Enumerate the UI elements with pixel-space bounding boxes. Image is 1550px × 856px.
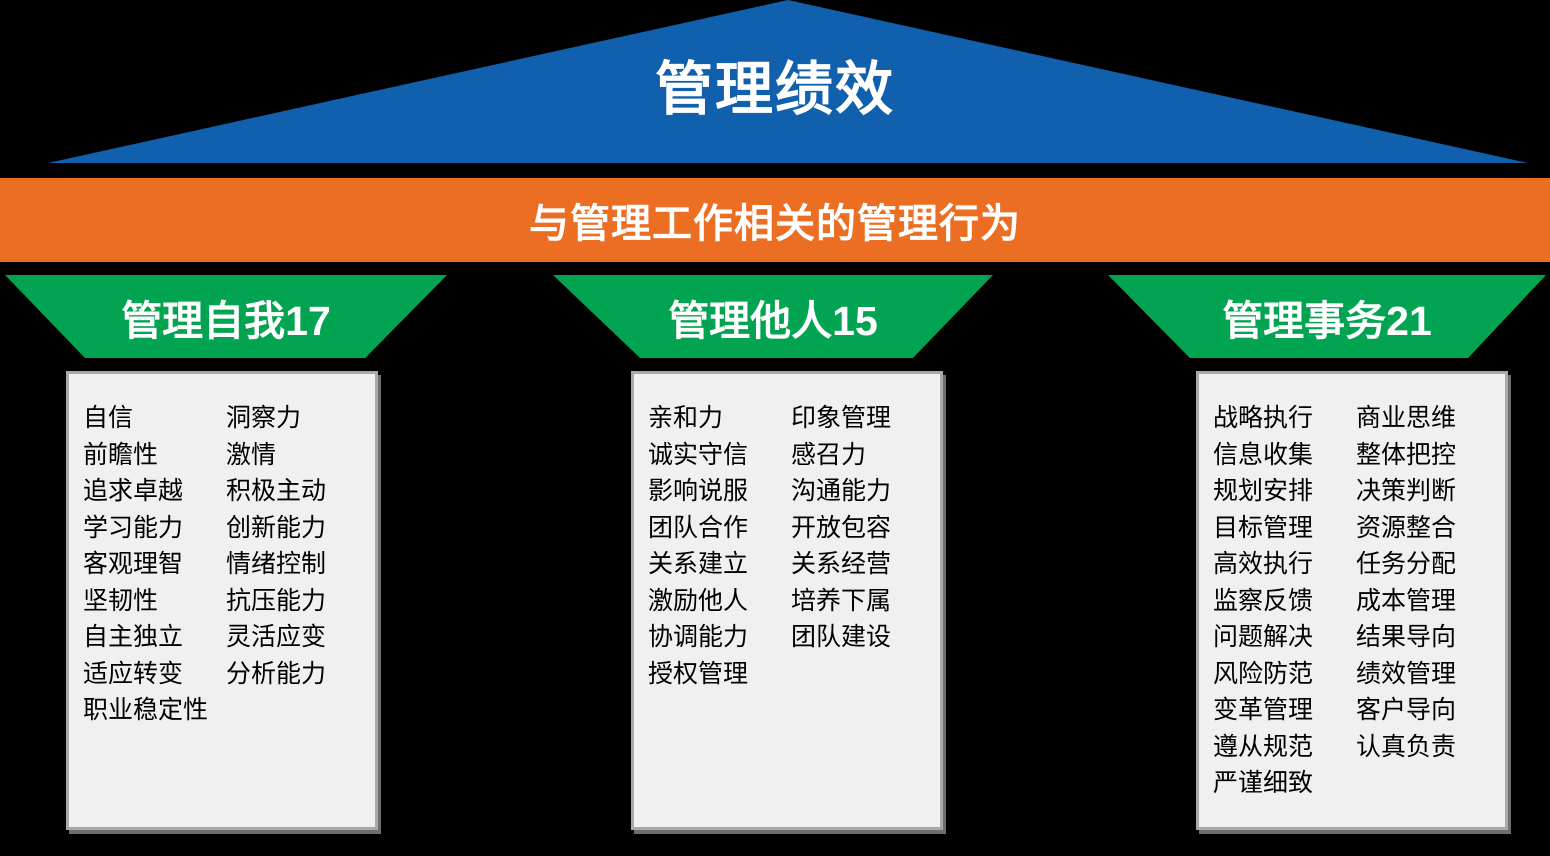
- competency-panel-manage-tasks: 战略执行 商业思维信息收集 整体把控规划安排 决策判断目标管理 资源整合高效执行 任务分配…: [1196, 371, 1508, 830]
- competency-item: 自主独立: [83, 623, 184, 651]
- competency-row: 战略执行 商业思维: [1213, 400, 1499, 437]
- competency-item: 适应转变: [83, 659, 184, 688]
- competency-item: 灵活应变: [226, 623, 327, 651]
- competency-item: 遵从规范: [1213, 732, 1314, 761]
- competency-row: 监察反馈 成本管理: [1213, 583, 1499, 620]
- competency-row: 追求卓越 积极主动: [83, 473, 369, 510]
- competency-item: 诚实守信: [648, 440, 749, 469]
- competency-item: 客户导向: [1356, 696, 1457, 724]
- competency-row: 规划安排 决策判断: [1213, 473, 1499, 510]
- competency-item: 分析能力: [226, 659, 327, 688]
- competency-row: 风险防范 绩效管理: [1213, 656, 1499, 693]
- competency-item: 亲和力: [648, 404, 724, 432]
- competency-row: 严谨细致: [1213, 765, 1499, 802]
- competency-item: 客观理智: [83, 550, 184, 578]
- competency-item: 感召力: [791, 440, 867, 469]
- competency-item: 沟通能力: [791, 477, 892, 505]
- competency-panel-manage-others: 亲和力 印象管理诚实守信 感召力影响说服 沟通能力团队合作 开放包容关系建立 关系经营激励…: [631, 371, 943, 830]
- competency-item: [226, 692, 369, 729]
- competency-item: 认真负责: [1356, 732, 1457, 761]
- competency-item: 协调能力: [648, 623, 749, 651]
- competency-panel-manage-self: 自信 洞察力前瞻性 激情追求卓越 积极主动学习能力 创新能力客观理智 情绪控制坚韧性 抗压能…: [66, 371, 378, 830]
- competency-item: 变革管理: [1213, 696, 1314, 724]
- competency-item: 前瞻性: [83, 440, 159, 469]
- competency-item: 职业稳定性: [83, 696, 209, 724]
- behavior-bar: 与管理工作相关的管理行为: [0, 178, 1550, 262]
- competency-item: 自信: [83, 404, 134, 432]
- competency-row: 团队合作 开放包容: [648, 510, 934, 547]
- competency-item: 团队建设: [791, 623, 892, 651]
- competency-item: 开放包容: [791, 513, 892, 542]
- category-header-manage-others-label: 管理他人15: [668, 297, 878, 344]
- competency-item: 团队合作: [648, 513, 749, 542]
- competency-item: 追求卓越: [83, 477, 184, 505]
- competency-row: 客观理智 情绪控制: [83, 546, 369, 583]
- competency-item: 关系建立: [648, 550, 749, 578]
- competency-row: 坚韧性 抗压能力: [83, 583, 369, 620]
- competency-row: 变革管理 客户导向: [1213, 692, 1499, 729]
- competency-item: 激情: [226, 440, 277, 469]
- competency-item: 创新能力: [226, 513, 327, 542]
- competency-row: 激励他人 培养下属: [648, 583, 934, 620]
- competency-item: 规划安排: [1213, 477, 1314, 505]
- category-header-manage-others: 管理他人15: [553, 275, 993, 358]
- competency-row: 问题解决 结果导向: [1213, 619, 1499, 656]
- competency-row: 目标管理 资源整合: [1213, 510, 1499, 547]
- competency-item: 高效执行: [1213, 550, 1314, 578]
- category-header-manage-tasks-label: 管理事务21: [1222, 297, 1432, 344]
- competency-item: 绩效管理: [1356, 659, 1457, 688]
- competency-item: 积极主动: [226, 477, 327, 505]
- competency-item: [791, 656, 934, 693]
- competency-item: 监察反馈: [1213, 586, 1314, 615]
- competency-row: 信息收集 整体把控: [1213, 437, 1499, 474]
- competency-item: 严谨细致: [1213, 769, 1314, 797]
- competency-row: 前瞻性 激情: [83, 437, 369, 474]
- competency-item: 结果导向: [1356, 623, 1457, 651]
- competency-item: 学习能力: [83, 513, 184, 542]
- competency-row: 影响说服 沟通能力: [648, 473, 934, 510]
- competency-item: 培养下属: [791, 586, 892, 615]
- competency-item: 整体把控: [1356, 440, 1457, 469]
- category-header-manage-self: 管理自我17: [5, 275, 447, 358]
- competency-item: 授权管理: [648, 659, 749, 688]
- competency-item: 坚韧性: [83, 586, 159, 615]
- competency-row: 诚实守信 感召力: [648, 437, 934, 474]
- competency-item: 问题解决: [1213, 623, 1314, 651]
- competency-item: 关系经营: [791, 550, 892, 578]
- competency-row: 高效执行 任务分配: [1213, 546, 1499, 583]
- competency-item: 战略执行: [1213, 404, 1314, 432]
- competency-row: 关系建立 关系经营: [648, 546, 934, 583]
- competency-row: 协调能力 团队建设: [648, 619, 934, 656]
- competency-item: 激励他人: [648, 586, 749, 615]
- category-header-manage-tasks: 管理事务21: [1108, 275, 1546, 358]
- competency-row: 学习能力 创新能力: [83, 510, 369, 547]
- behavior-bar-label: 与管理工作相关的管理行为: [529, 202, 1021, 246]
- competency-item: 成本管理: [1356, 586, 1457, 615]
- category-header-manage-self-label: 管理自我17: [121, 297, 331, 344]
- competency-row: 授权管理: [648, 656, 934, 693]
- competency-item: 印象管理: [791, 404, 892, 432]
- competency-item: 任务分配: [1356, 550, 1457, 578]
- competency-item: 洞察力: [226, 404, 302, 432]
- competency-row: 职业稳定性: [83, 692, 369, 729]
- competency-item: 决策判断: [1356, 477, 1457, 505]
- competency-item: 风险防范: [1213, 659, 1314, 688]
- competency-item: 商业思维: [1356, 404, 1457, 432]
- competency-row: 适应转变 分析能力: [83, 656, 369, 693]
- competency-item: [1356, 765, 1499, 802]
- competency-row: 亲和力 印象管理: [648, 400, 934, 437]
- competency-row: 自主独立 灵活应变: [83, 619, 369, 656]
- competency-item: 目标管理: [1213, 513, 1314, 542]
- competency-row: 自信 洞察力: [83, 400, 369, 437]
- competency-item: 抗压能力: [226, 586, 327, 615]
- competency-item: 资源整合: [1356, 513, 1457, 542]
- competency-item: 情绪控制: [226, 550, 327, 578]
- pyramid-roof-label: 管理绩效: [654, 57, 895, 122]
- competency-item: 信息收集: [1213, 440, 1314, 469]
- competency-item: 影响说服: [648, 477, 749, 505]
- competency-row: 遵从规范 认真负责: [1213, 729, 1499, 766]
